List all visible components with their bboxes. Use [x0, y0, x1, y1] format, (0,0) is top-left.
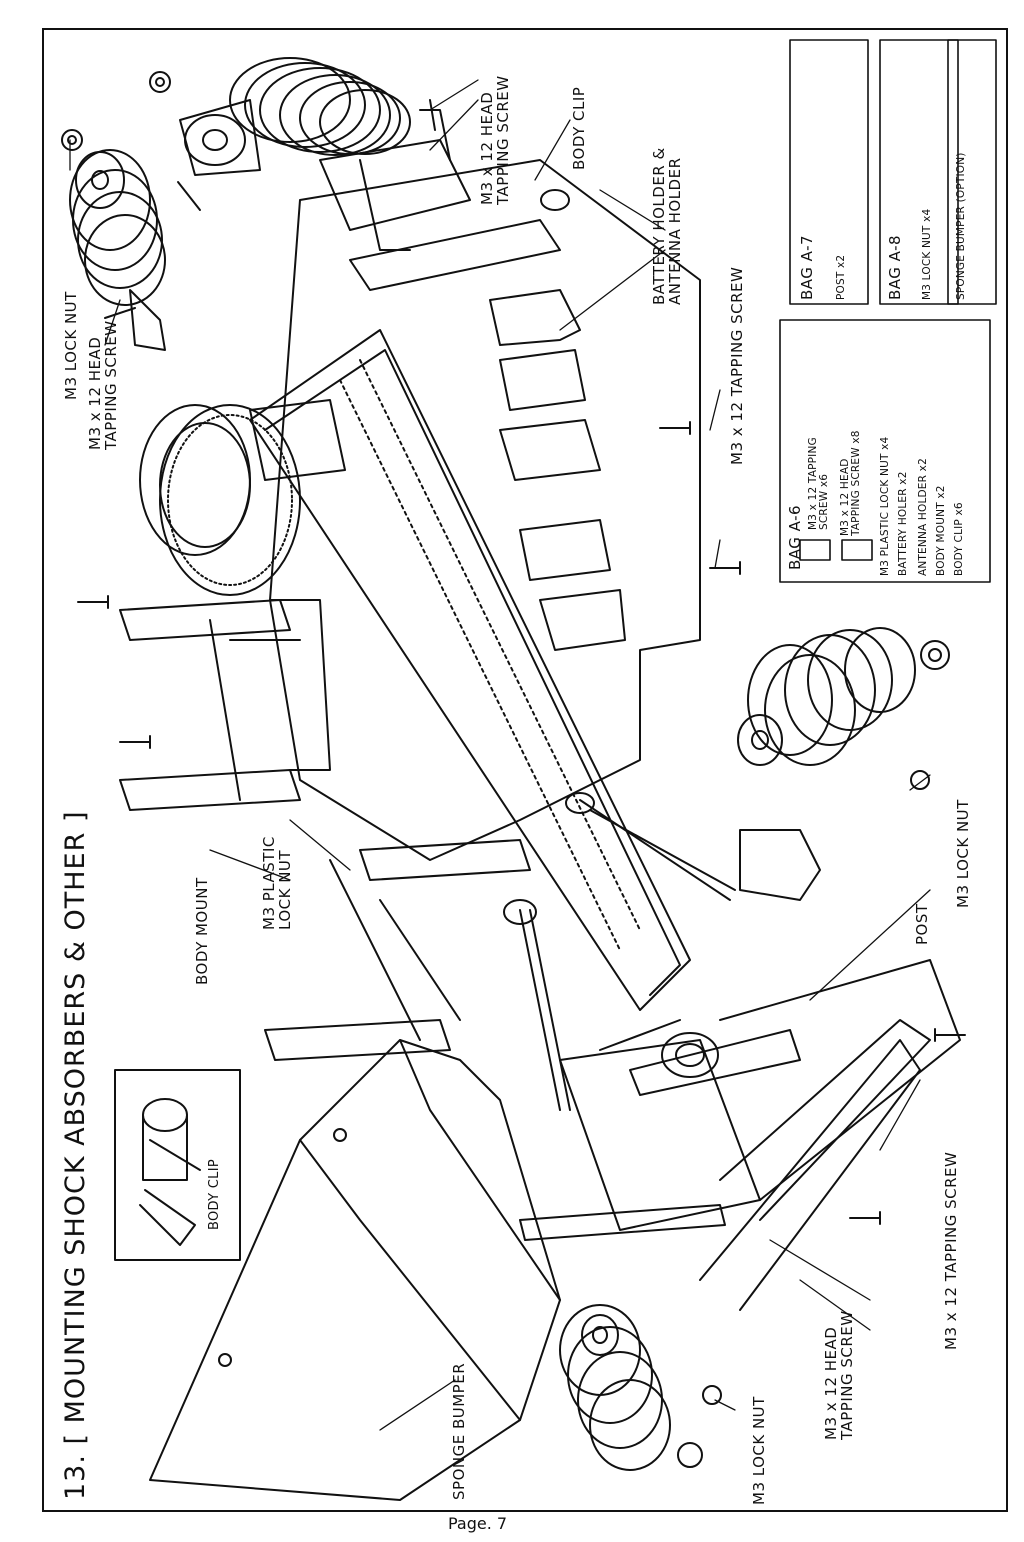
bag-a7-item: POST x2 [835, 254, 847, 300]
page-number: Page. 7 [448, 1514, 508, 1533]
sponge-bumper [149, 1039, 561, 1501]
label-head-screw-bottom: M3 x 12 HEAD TAPPING SCREW [822, 1310, 856, 1440]
label-tapping-screw-right: M3 x 12 TAPPING SCREW [728, 266, 746, 465]
shock-absorber-bottom [559, 1304, 722, 1471]
label-m3-lock-nut-top: M3 LOCK NUT [62, 291, 80, 400]
page-frame [42, 28, 1008, 1512]
bag-sponge-title: SPONGE BUMPER (OPTION) [955, 152, 967, 300]
bag-a6-item-2: M3 x 12 HEAD TAPPING SCREW x8 [839, 430, 863, 536]
label-body-mount: BODY MOUNT [193, 877, 211, 985]
steering-links [503, 792, 821, 1111]
shock-absorber-right [737, 627, 950, 790]
body-mount-front [264, 839, 531, 1061]
bag-a6-item-1: M3 x 12 TAPPING SCREW x6 [807, 437, 831, 530]
main-rail [249, 329, 691, 1011]
bag-a7-title: BAG A-7 [798, 234, 816, 300]
bag-a6-item-6: BODY MOUNT x2 [935, 485, 947, 576]
bag-a6-item-3: M3 PLASTIC LOCK NUT x4 [879, 436, 891, 576]
page-title: 13. [ MOUNTING SHOCK ABSORBERS & OTHER ] [60, 810, 91, 1501]
bag-a6-item-5: ANTENNA HOLDER x2 [917, 458, 929, 576]
bag-a6-title: BAG A-6 [786, 504, 804, 570]
shock-absorber-top-left [61, 129, 166, 351]
tapping-screw-icon [77, 99, 966, 1225]
servo-mount [319, 109, 570, 251]
chassis-plate [269, 159, 701, 861]
leader-lines [69, 79, 931, 1431]
parts-bags [779, 39, 997, 583]
bag-a8-title: BAG A-8 [886, 234, 904, 300]
body-mount-rear [119, 599, 331, 811]
label-body-clip-top: BODY CLIP [570, 86, 588, 170]
front-bulkhead [519, 959, 961, 1311]
label-body-clip-inset: BODY CLIP [207, 1159, 222, 1230]
shock-absorber-top-right [149, 57, 411, 176]
bag-a8-item: M3 LOCK NUT x4 [921, 208, 933, 300]
bag-a6-item-4: BATTERY HOLER x2 [897, 471, 909, 576]
label-sponge-bumper: SPONGE BUMPER [450, 1362, 468, 1500]
spur-gear [139, 399, 346, 596]
label-head-screw-top-left: M3 x 12 HEAD TAPPING SCREW [86, 320, 120, 450]
label-m3-lock-nut-right: M3 LOCK NUT [954, 799, 972, 908]
label-battery-antenna-holder: BATTERY HOLDER & ANTENNA HOLDER [650, 147, 684, 305]
body-clip-inset [114, 1069, 241, 1261]
bag-a6-item-7: BODY CLIP x6 [953, 502, 965, 576]
label-head-screw-top-right: M3 x 12 HEAD TAPPING SCREW [478, 75, 512, 205]
label-tapping-screw-bottom: M3 x 12 TAPPING SCREW [942, 1151, 960, 1350]
label-m3-lock-nut-bottom: M3 LOCK NUT [750, 1396, 768, 1505]
label-post: POST [913, 903, 931, 945]
label-plastic-lock-nut: M3 PLASTIC LOCK NUT [260, 836, 294, 930]
